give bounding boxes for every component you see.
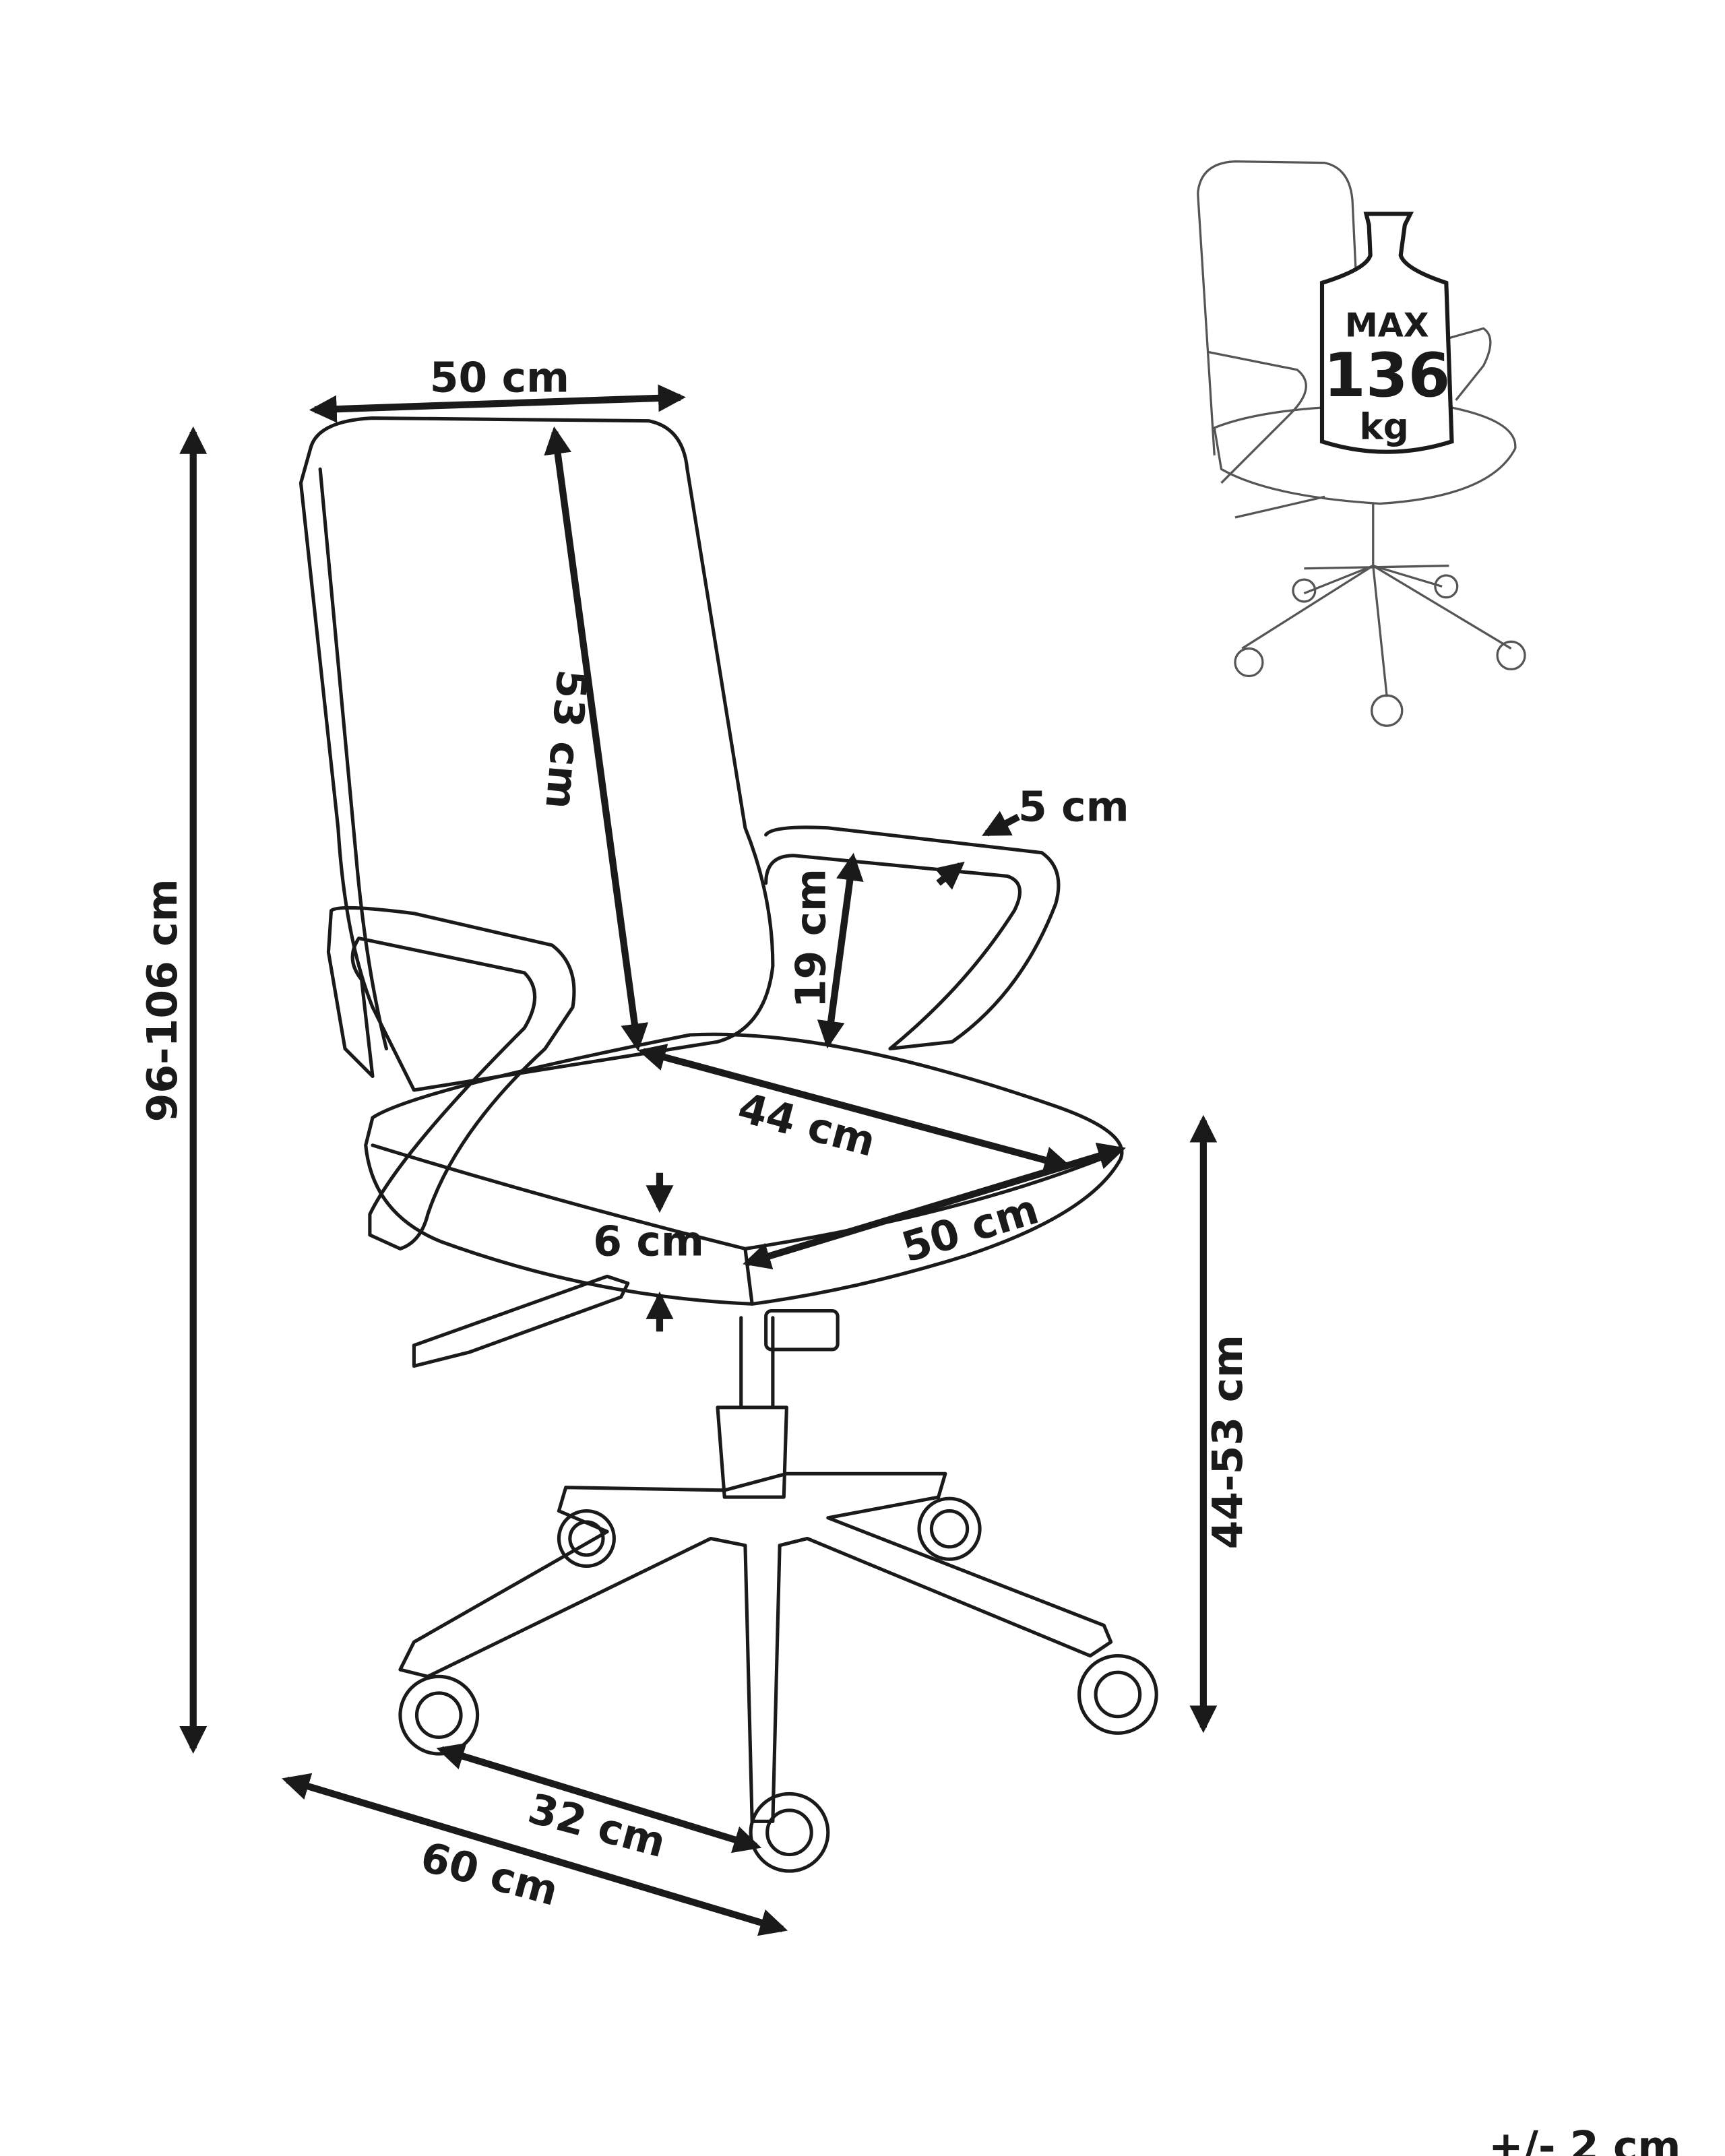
base-width-label: 60 cm — [416, 1833, 563, 1915]
left-armrest — [326, 906, 576, 1250]
max-load-label: MAX — [1345, 306, 1429, 345]
dimension-arrows — [179, 384, 1218, 1936]
armrest-height-label: 19 cm — [788, 868, 836, 1008]
max-load-value: 136 — [1323, 340, 1450, 411]
gas-lever — [412, 1274, 630, 1368]
backrest — [299, 416, 775, 1092]
seat-height-label: 44-53 cm — [1204, 1335, 1252, 1549]
chair-drawing — [299, 416, 1158, 1873]
total-height-label: 96-106 cm — [139, 879, 187, 1122]
max-load-unit: kg — [1359, 406, 1409, 447]
seat-thickness-label: 6 cm — [593, 1218, 704, 1266]
right-armrest — [764, 825, 1061, 1051]
max-load-thumbnail: MAX 136 kg — [1197, 160, 1526, 727]
backrest-width-label: 50 cm — [430, 354, 569, 402]
armrest-width-label: 5 cm — [1018, 784, 1129, 831]
gas-cylinder — [739, 1316, 775, 1409]
weight-bottle-icon — [1319, 212, 1454, 454]
tolerance-note: +/- 2 cm — [1488, 2123, 1681, 2156]
backrest-height-label: 53 cm — [536, 668, 596, 811]
